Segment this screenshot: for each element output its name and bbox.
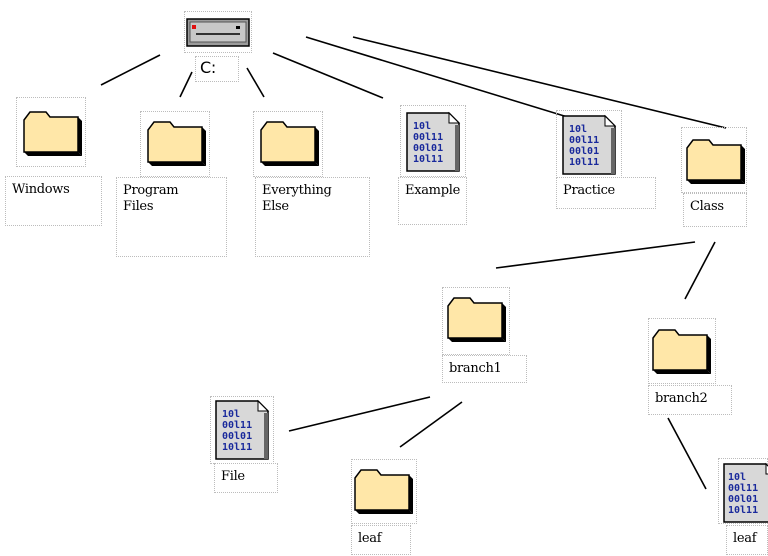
svg-text:10l11: 10l11 — [413, 154, 443, 165]
node-program-files-label: Program Files — [116, 177, 227, 257]
svg-text:00l01: 00l01 — [728, 494, 758, 505]
node-practice-label: Practice — [556, 177, 656, 209]
edge-root-practice — [305, 36, 598, 127]
folder-icon — [652, 329, 711, 374]
svg-text:10l11: 10l11 — [222, 442, 252, 453]
svg-text:00l11: 00l11 — [413, 132, 443, 143]
svg-text:10l11: 10l11 — [569, 157, 599, 168]
node-leaf-file-label: leaf — [726, 525, 768, 555]
folder-icon — [354, 469, 413, 514]
edge-branch1-leaf — [399, 401, 463, 448]
edge-class-branch2 — [684, 241, 716, 300]
svg-text:10l: 10l — [413, 121, 431, 132]
svg-text:10l11: 10l11 — [728, 505, 758, 516]
node-leaf-folder-label: leaf — [351, 525, 411, 555]
edge-class-branch1 — [495, 241, 696, 269]
svg-text:10l: 10l — [728, 472, 746, 483]
svg-text:00l11: 00l11 — [728, 483, 758, 494]
svg-text:00l01: 00l01 — [413, 143, 443, 154]
edge-root-program-files — [179, 71, 193, 98]
svg-text:00l11: 00l11 — [569, 135, 599, 146]
svg-text:10l: 10l — [222, 409, 240, 420]
folder-icon — [686, 139, 745, 184]
svg-text:00l01: 00l01 — [222, 431, 252, 442]
folder-icon — [447, 297, 506, 342]
node-everything-else-label: Everything Else — [255, 177, 370, 257]
node-example-label: Example — [398, 177, 467, 225]
node-root-label: C: — [195, 56, 239, 82]
node-file-label: File — [214, 463, 278, 493]
folder-icon — [260, 121, 319, 166]
edge-root-class — [352, 36, 727, 129]
drive-icon — [186, 18, 250, 47]
folder-icon — [147, 121, 206, 166]
node-branch2-label: branch2 — [648, 385, 732, 415]
svg-text:00l11: 00l11 — [222, 420, 252, 431]
edge-root-windows — [100, 54, 161, 86]
node-class-label: Class — [683, 193, 747, 227]
node-windows-label: Windows — [5, 176, 102, 226]
node-branch1-label: branch1 — [442, 355, 527, 383]
svg-text:00l01: 00l01 — [569, 146, 599, 157]
edge-branch1-file — [288, 396, 431, 432]
folder-icon — [23, 111, 82, 156]
edge-root-example — [272, 52, 384, 99]
svg-text:10l: 10l — [569, 124, 587, 135]
edge-root-everything-else — [246, 67, 265, 98]
edge-branch2-leaf — [667, 417, 707, 490]
